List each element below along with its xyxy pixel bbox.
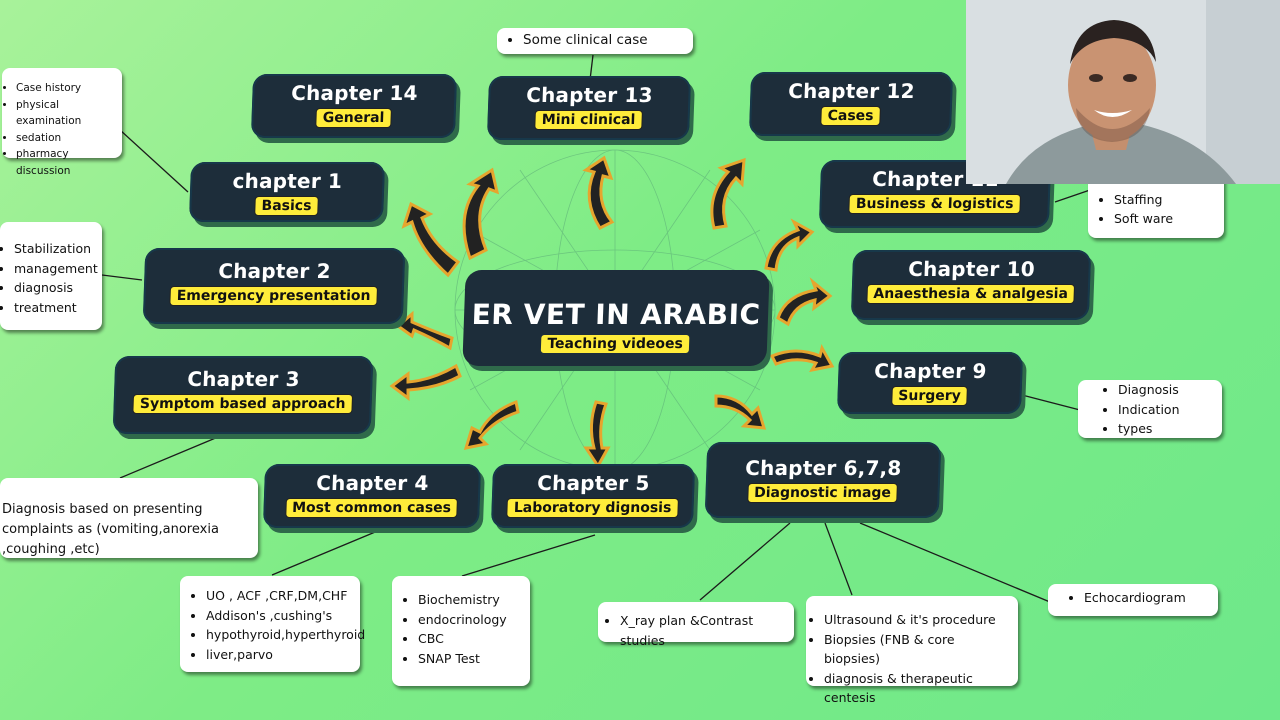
chapter-title: Chapter 4 [315, 471, 430, 495]
note-item: CBC [418, 629, 520, 649]
note-text: Diagnosis based on presenting complaints… [2, 502, 219, 557]
chapter-12-node: Chapter 12 Cases [748, 72, 954, 136]
note-item: Stabilization [14, 239, 92, 259]
chapter-subtitle: Laboratory dignosis [507, 499, 678, 517]
chapter-subtitle: Business & logistics [849, 195, 1020, 213]
chapter-subtitle: Diagnostic image [747, 484, 898, 502]
central-subtitle: Teaching videoes [541, 335, 690, 353]
note-item: sedation [16, 130, 112, 147]
chapter-title: Chapter 13 [525, 83, 654, 107]
note-item: hypothyroid,hyperthyroid [206, 625, 365, 645]
chapter-subtitle: Cases [821, 107, 880, 125]
chapter-title: Chapter 10 [907, 257, 1036, 281]
note-item: Soft ware [1114, 209, 1214, 229]
note-item: pharmacy discussion [16, 146, 112, 179]
note-item: Addison's ,cushing's [206, 606, 350, 626]
note-item: Case history [16, 80, 112, 97]
chapter-subtitle: Basics [255, 197, 318, 215]
note-surgery: Diagnosis Indication types [1078, 380, 1222, 438]
note-emergency: Stabilization management diagnosis treat… [0, 222, 102, 330]
chapter-13-node: Chapter 13 Mini clinical [486, 76, 692, 140]
note-general: Case history physical examination sedati… [2, 68, 122, 177]
chapter-title: Chapter 2 [217, 259, 332, 283]
note-item: Staffing [1114, 190, 1214, 210]
chapter-subtitle: Anaesthesia & analgesia [867, 285, 1075, 303]
note-item: Biopsies (FNB & core biopsies) [824, 630, 1008, 669]
note-item: Diagnosis [1118, 380, 1212, 400]
note-lab: Biochemistry endocrinology CBC SNAP Test [392, 576, 530, 686]
note-item: diagnosis [14, 278, 92, 298]
note-clinical-case: Some clinical case [497, 28, 693, 54]
note-item: types [1118, 419, 1212, 439]
note-item: X_ray plan &Contrast studies [620, 611, 784, 650]
note-item: SNAP Test [418, 649, 520, 669]
note-item: management [14, 259, 98, 279]
chapter-subtitle: Most common cases [285, 499, 458, 517]
note-item: Indication [1118, 400, 1212, 420]
note-item: Ultrasound & it's procedure [824, 610, 1008, 630]
chapter-3-node: Chapter 3 Symptom based approach [112, 356, 374, 434]
chapter-4-node: Chapter 4 Most common cases [262, 464, 482, 528]
central-title: ER VET IN ARABIC [471, 298, 762, 331]
note-item: endocrinology [418, 610, 520, 630]
chapter-title: Chapter 3 [186, 367, 301, 391]
chapter-title: Chapter 5 [536, 471, 651, 495]
note-item: liver,parvo [206, 645, 350, 665]
note-xray: X_ray plan &Contrast studies [598, 602, 794, 648]
webcam-video [966, 0, 1280, 184]
chapter-title: Chapter 12 [787, 79, 916, 103]
chapter-subtitle: Symptom based approach [133, 395, 352, 413]
chapter-10-node: Chapter 10 Anaesthesia & analgesia [850, 250, 1092, 320]
note-item: UO , ACF ,CRF,DM,CHF [206, 586, 350, 606]
note-echo: Echocardiogram [1048, 584, 1218, 616]
chapter-subtitle: Surgery [891, 387, 968, 405]
chapter-title: Chapter 14 [290, 81, 419, 105]
chapter-subtitle: Mini clinical [535, 111, 642, 129]
note-item: physical examination [16, 97, 112, 130]
note-symptom: Diagnosis based on presenting complaints… [0, 478, 258, 558]
chapter-2-node: Chapter 2 Emergency presentation [142, 248, 406, 324]
radial-arrows [389, 155, 835, 469]
note-item: Some clinical case [523, 31, 683, 51]
chapter-subtitle: Emergency presentation [170, 287, 377, 305]
chapter-14-node: Chapter 14 General [250, 74, 458, 138]
note-item: Biochemistry [418, 590, 520, 610]
central-topic: ER VET IN ARABIC Teaching videoes [462, 270, 770, 366]
chapter-subtitle: General [316, 109, 391, 127]
note-item: Echocardiogram [1084, 588, 1208, 608]
connector-lines [101, 54, 1091, 603]
chapter-9-node: Chapter 9 Surgery [836, 352, 1024, 414]
chapter-title: Chapter 6,7,8 [744, 456, 902, 480]
chapter-5-node: Chapter 5 Laboratory dignosis [490, 464, 696, 528]
chapter-1-node: chapter 1 Basics [188, 162, 386, 222]
note-ultrasound: Ultrasound & it's procedure Biopsies (FN… [806, 596, 1018, 705]
chapter-6-7-8-node: Chapter 6,7,8 Diagnostic image [704, 442, 942, 518]
chapter-title: chapter 1 [232, 169, 343, 193]
note-common-cases: UO , ACF ,CRF,DM,CHF Addison's ,cushing'… [180, 576, 365, 672]
presenter-image [966, 0, 1280, 184]
note-item: treatment [14, 298, 92, 318]
note-item: diagnosis & therapeutic centesis [824, 669, 1008, 708]
chapter-title: Chapter 9 [873, 359, 988, 383]
